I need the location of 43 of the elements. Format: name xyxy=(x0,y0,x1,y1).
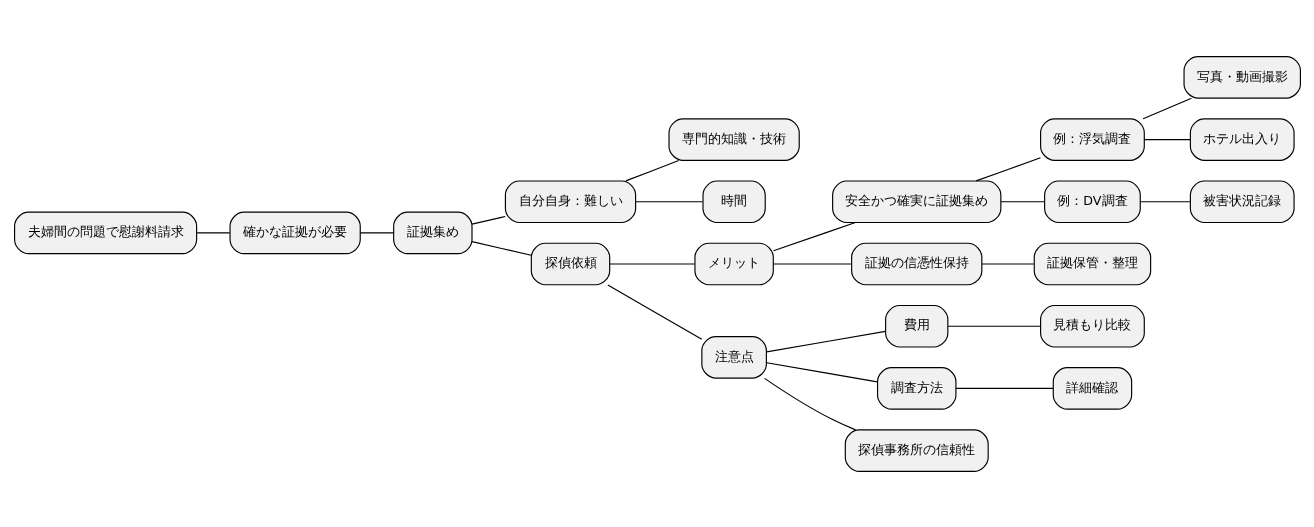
connector xyxy=(470,240,532,256)
node-box: 確かな証拠が必要 xyxy=(228,211,361,254)
connector xyxy=(196,231,230,233)
node-box: 費用 xyxy=(884,304,948,348)
connector xyxy=(470,215,506,225)
connector xyxy=(608,262,695,265)
node-box: 専門的知識・技術 xyxy=(667,117,800,161)
node-box: 注意点 xyxy=(700,335,767,379)
node-box: 証拠集め xyxy=(392,211,473,254)
connector xyxy=(1142,97,1192,119)
node-box: 夫婦間の問題で慰謝料請求 xyxy=(13,211,197,254)
node-box: 自分自身：難しい xyxy=(504,179,636,223)
node-box: メリット xyxy=(693,242,774,285)
connector xyxy=(765,361,878,382)
connector xyxy=(763,377,856,430)
node-box: 時間 xyxy=(701,179,766,223)
node-box: 調査方法 xyxy=(876,366,956,410)
node-box: 証拠保管・整理 xyxy=(1033,242,1151,285)
node-box: 安全かつ確実に証拠集め xyxy=(831,179,1001,223)
node-box: 見積もり比較 xyxy=(1039,304,1145,348)
node-box: 証拠の信憑性保持 xyxy=(850,242,982,285)
connector xyxy=(624,159,679,181)
node-box: 被害状況記録 xyxy=(1189,179,1295,223)
connector xyxy=(980,262,1034,265)
node-box: 例：浮気調査 xyxy=(1039,117,1145,161)
connector xyxy=(359,231,394,233)
connector xyxy=(1139,200,1191,202)
connector xyxy=(606,283,702,340)
connector xyxy=(999,200,1045,202)
node-box: 写真・動画撮影 xyxy=(1182,55,1301,99)
connector xyxy=(772,262,852,265)
node-box: 探偵事務所の信頼性 xyxy=(844,428,989,472)
node-box: ホテル出入り xyxy=(1189,117,1295,161)
connector xyxy=(765,330,886,352)
connector xyxy=(947,325,1041,327)
connector xyxy=(954,387,1054,389)
node-box: 探偵依頼 xyxy=(530,242,610,285)
connector xyxy=(1143,138,1191,140)
connector xyxy=(634,200,703,202)
node-box: 例：DV調査 xyxy=(1043,179,1141,223)
connector xyxy=(772,221,856,251)
connector xyxy=(975,156,1041,181)
node-box: 詳細確認 xyxy=(1052,366,1132,410)
